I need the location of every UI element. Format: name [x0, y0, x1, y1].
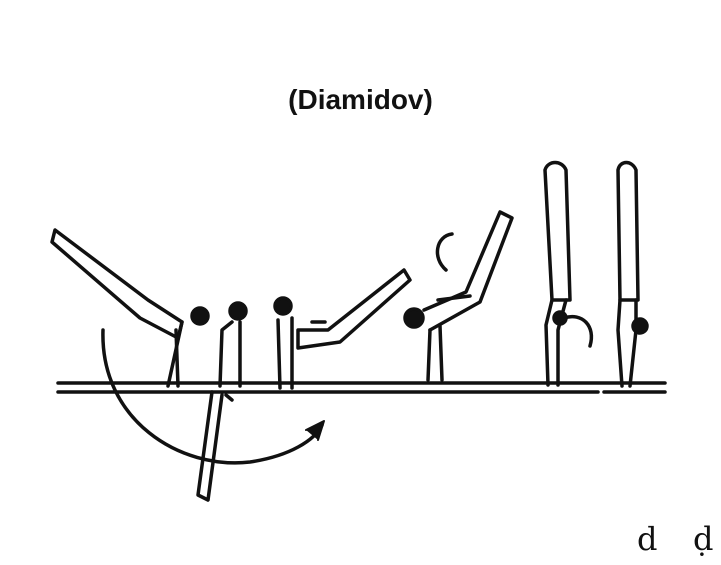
gymnast-figure-6 [618, 163, 647, 387]
gymnast-figure-4 [405, 212, 512, 380]
gymnast-figure-2 [220, 303, 246, 386]
parallel-bars [58, 383, 665, 392]
gymnast-leg-below-bar [198, 392, 232, 500]
gymnast-figure-1 [52, 230, 208, 386]
corner-mark-2: ḍ [693, 520, 713, 558]
gymnast-figure-5 [545, 163, 591, 386]
corner-mark-1: d [637, 520, 657, 558]
gymnast-figure-3 [275, 270, 410, 388]
